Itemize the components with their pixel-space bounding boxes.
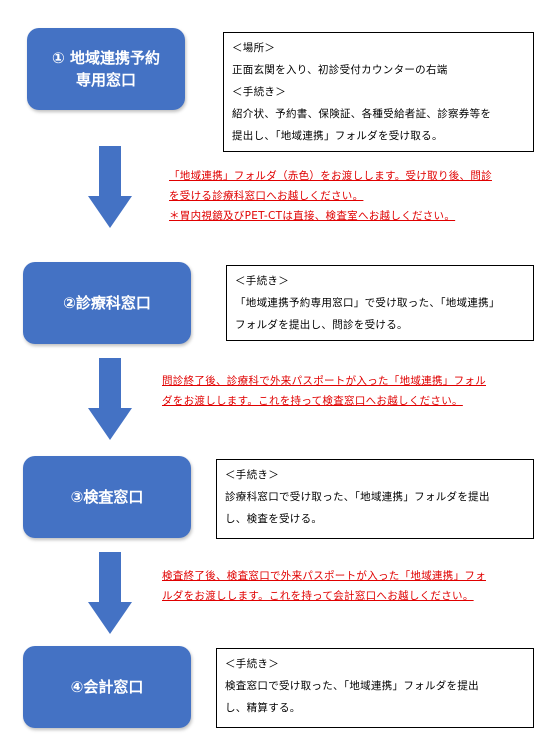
step-2-info-line: ＜手続き＞ [235,275,289,287]
step-1-title-line2: 専用窓口 [75,71,136,89]
step-3-info-line: し、検査を受ける。 [225,513,323,525]
note-3-line: 検査終了後、検査窓口で外来パスポートが入った「地域連携」フォ [162,570,486,582]
note-2-line: ダをお渡しします。これを持って検査窓口へお越しください。 [162,395,463,407]
step-1-info-line: ＜場所＞ [232,42,276,54]
note-3-line: ルダをお渡しします。これを持って会計窓口へお越しください。 [162,590,474,602]
down-arrow-icon [88,146,132,228]
step-1-info-line: 紹介状、予約書、保険証、各種受給者証、診察券等を [232,108,492,120]
step-4-info-box: ＜手続き＞ 検査窓口で受け取った、「地域連携」フォルダを提出 し、精算する。 [216,648,534,728]
step-3-info-line: 診療科窓口で受け取った、「地域連携」フォルダを提出 [225,491,490,503]
step-3-box: ③検査窓口 [23,456,191,538]
note-2: 問診終了後、診療科で外来パスポートが入った「地域連携」フォル ダをお渡しします。… [162,371,486,411]
step-1-info-line: 正面玄関を入り、初診受付カウンターの右端 [232,64,448,76]
step-1-title-line1: ① 地域連携予約 [52,49,160,67]
note-1: 「地域連携」フォルダ（赤色）をお渡しします。受け取り後、問診 を受ける診療科窓口… [169,166,492,226]
note-1-line: ＊胃内視鏡及びPET-CTは直接、検査室へお越しください。 [169,210,456,222]
step-1-number: ① [52,49,65,67]
step-3-title: ③検査窓口 [70,488,144,506]
step-4-box: ④会計窓口 [23,646,191,728]
step-1-info-line: 提出し、「地域連携」フォルダを受け取る。 [232,130,443,142]
step-4-info-line: ＜手続き＞ [225,658,279,670]
note-1-line: 「地域連携」フォルダ（赤色）をお渡しします。受け取り後、問診 [169,170,492,182]
step-4-info-line: し、精算する。 [225,702,301,714]
note-3: 検査終了後、検査窓口で外来パスポートが入った「地域連携」フォ ルダをお渡しします… [162,566,486,606]
step-1-box: ① 地域連携予約 専用窓口 [27,28,185,110]
step-3-number: ③ [70,488,84,506]
note-2-line: 問診終了後、診療科で外来パスポートが入った「地域連携」フォル [162,375,486,387]
step-2-number: ② [63,294,76,312]
step-2-info-line: 「地域連携予約専用窓口」で受け取った、「地域連携」 [235,297,500,309]
down-arrow-icon [88,552,132,634]
down-arrow-icon [88,358,132,440]
step-3-info-line: ＜手続き＞ [225,469,279,481]
step-4-number: ④ [70,678,84,696]
step-2-info-line: フォルダを提出し、問診を受ける。 [235,319,408,331]
note-1-line: を受ける診療科窓口へお越しください。 [169,190,364,202]
step-3-info-box: ＜手続き＞ 診療科窓口で受け取った、「地域連携」フォルダを提出 し、検査を受ける… [216,459,534,539]
step-2-info-box: ＜手続き＞ 「地域連携予約専用窓口」で受け取った、「地域連携」 フォルダを提出し… [226,265,534,341]
step-2-box: ②診療科窓口 [23,262,191,344]
step-2-title: ②診療科窓口 [63,294,151,312]
step-4-title: ④会計窓口 [70,678,144,696]
step-1-info-box: ＜場所＞ 正面玄関を入り、初診受付カウンターの右端 ＜手続き＞ 紹介状、予約書、… [223,32,534,152]
step-1-info-line: ＜手続き＞ [232,86,286,98]
step-4-info-line: 検査窓口で受け取った、「地域連携」フォルダを提出 [225,680,479,692]
